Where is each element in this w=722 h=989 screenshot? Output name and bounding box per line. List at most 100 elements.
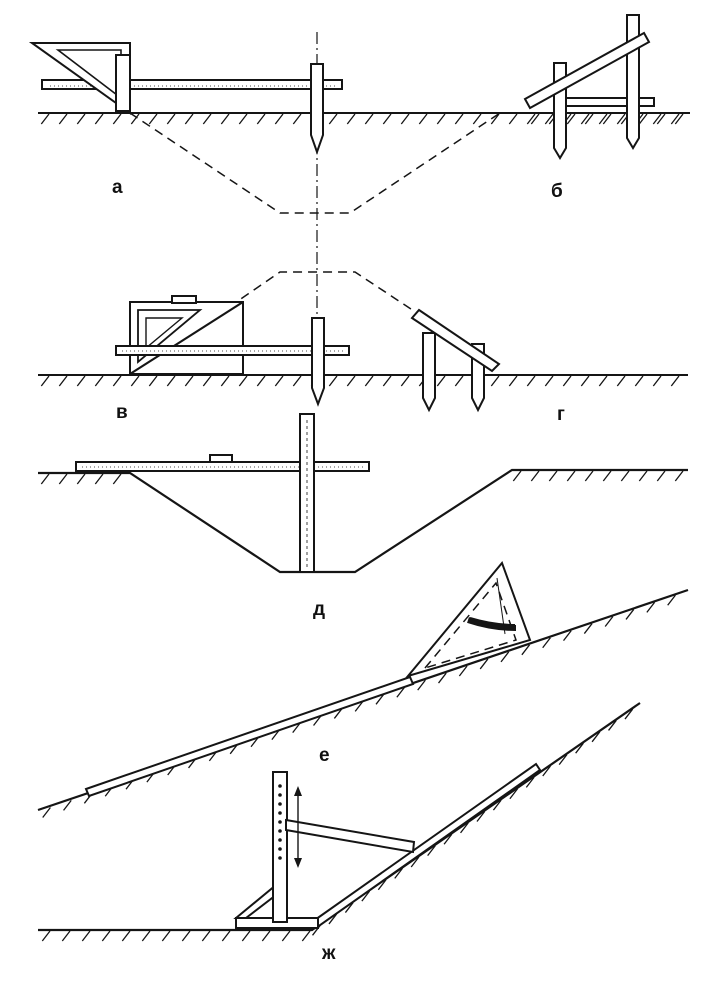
hatch-tick bbox=[121, 930, 131, 942]
hatch-tick bbox=[616, 375, 626, 387]
hatch-tick bbox=[410, 856, 420, 868]
hatch-tick bbox=[241, 930, 251, 942]
hatch-tick bbox=[656, 470, 666, 482]
hatch-tick bbox=[112, 473, 122, 485]
label-d: д bbox=[313, 599, 326, 620]
hatch-tick bbox=[202, 375, 212, 387]
set-square-v bbox=[137, 309, 203, 364]
hatch-tick bbox=[141, 930, 151, 942]
hatch-tick bbox=[634, 375, 644, 387]
hatch-tick bbox=[580, 113, 590, 125]
hatch-tick bbox=[558, 754, 568, 765]
hatch-tick bbox=[492, 799, 502, 811]
hatch-tick bbox=[346, 375, 356, 387]
hatch-tick bbox=[256, 113, 266, 125]
label-zh: ж bbox=[322, 943, 336, 964]
hatch-tick bbox=[616, 113, 626, 125]
label-a: а bbox=[112, 177, 123, 198]
hatch-tick bbox=[575, 742, 584, 754]
rod-hole bbox=[278, 820, 282, 824]
hatch-tick bbox=[148, 113, 158, 125]
hatch-tick bbox=[94, 113, 104, 125]
rod-hole bbox=[278, 811, 282, 815]
sliding-arm-zh bbox=[285, 818, 416, 854]
rod-hole bbox=[278, 838, 282, 842]
hatch-tick bbox=[166, 113, 176, 125]
label-e: е bbox=[319, 745, 330, 766]
hatch-tick bbox=[130, 375, 140, 387]
hatch-tick bbox=[667, 594, 676, 606]
hatch-tick bbox=[479, 658, 489, 670]
rod-hole bbox=[278, 802, 282, 806]
stake-a bbox=[310, 63, 324, 156]
inclinometer-inner-e bbox=[422, 581, 517, 670]
rod-hole bbox=[278, 829, 282, 833]
stake-b-right bbox=[626, 14, 640, 150]
hatch-tick bbox=[566, 113, 576, 125]
hatch-tick bbox=[652, 113, 662, 125]
hatch-tick bbox=[292, 113, 302, 125]
level-vial-v bbox=[171, 295, 197, 304]
hatch-tick bbox=[161, 930, 171, 942]
hatch-tick bbox=[221, 930, 231, 942]
vertical-rod-zh bbox=[272, 771, 288, 923]
hatch-tick bbox=[301, 930, 311, 942]
hatch-tick bbox=[509, 788, 519, 800]
hatch-tick bbox=[333, 708, 343, 719]
hatch-tick bbox=[40, 473, 50, 485]
stake-v bbox=[311, 317, 325, 407]
plumb-line-e bbox=[496, 577, 506, 635]
hatch-tick bbox=[256, 375, 266, 387]
hatch-tick bbox=[101, 930, 111, 942]
hatch-tick bbox=[598, 375, 608, 387]
hatch-tick bbox=[166, 375, 176, 387]
hatch-tick bbox=[220, 375, 230, 387]
hatch-tick bbox=[458, 665, 468, 677]
hatch-tick bbox=[394, 868, 403, 879]
slope-board-zh bbox=[310, 762, 542, 930]
hatch-tick bbox=[94, 473, 104, 485]
ground-hatching-d bbox=[40, 470, 684, 485]
section-v-g bbox=[38, 271, 688, 413]
hatch-tick bbox=[112, 113, 122, 125]
hatch-tick bbox=[598, 113, 608, 125]
hatch-tick bbox=[328, 375, 338, 387]
hatch-tick bbox=[512, 470, 522, 482]
ground-hatching-a bbox=[40, 113, 680, 125]
slope-line-zh bbox=[38, 702, 641, 932]
hatch-tick bbox=[584, 470, 594, 482]
hatch-tick bbox=[346, 113, 356, 125]
trench-profile-d bbox=[38, 468, 688, 574]
label-b: б bbox=[551, 181, 563, 202]
hatch-tick bbox=[562, 375, 572, 387]
hatch-tick bbox=[508, 375, 518, 387]
hatch-tick bbox=[184, 113, 194, 125]
hatch-tick bbox=[602, 113, 612, 125]
label-v: в bbox=[116, 402, 128, 423]
hatch-tick bbox=[418, 113, 428, 125]
hatch-tick bbox=[354, 700, 364, 712]
cut-profile-dashed bbox=[129, 112, 501, 214]
hatch-tick bbox=[563, 630, 572, 642]
rod-hole bbox=[278, 784, 282, 788]
hatch-tick bbox=[566, 470, 576, 482]
hatch-tick bbox=[454, 113, 464, 125]
hatch-tick bbox=[530, 113, 540, 125]
hatch-tick bbox=[454, 375, 464, 387]
protractor-arc-highlight-e bbox=[469, 617, 516, 626]
hatch-tick bbox=[490, 375, 500, 387]
hatch-tick bbox=[40, 113, 50, 125]
hatch-tick bbox=[624, 708, 634, 720]
hatch-tick bbox=[40, 375, 50, 387]
hatch-tick bbox=[427, 845, 436, 857]
hatch-tick bbox=[400, 375, 410, 387]
hatch-tick bbox=[181, 930, 191, 942]
hatch-tick bbox=[500, 651, 510, 663]
hatch-tick bbox=[61, 930, 71, 942]
hatch-tick bbox=[625, 609, 635, 620]
hatch-tick bbox=[591, 731, 601, 743]
hatch-tick bbox=[274, 113, 284, 125]
ground-hatching-v bbox=[40, 375, 680, 387]
